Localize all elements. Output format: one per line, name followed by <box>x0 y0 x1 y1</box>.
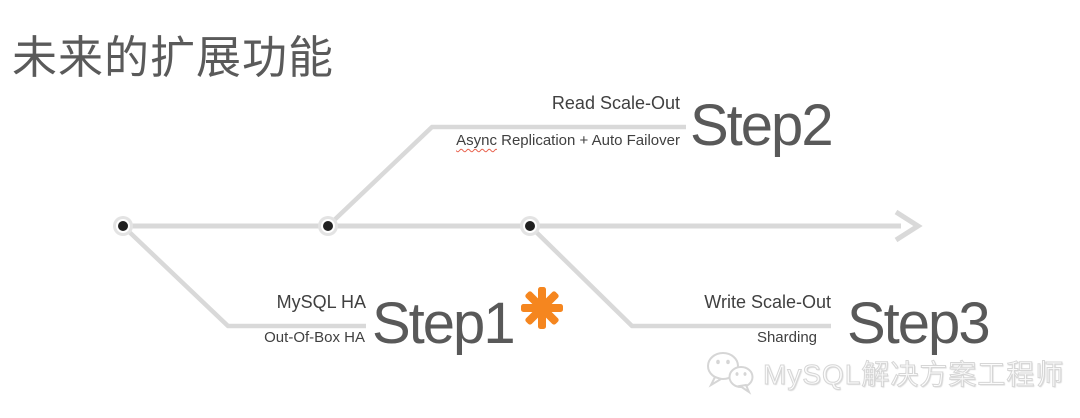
arrowhead-icon <box>894 209 923 243</box>
step2-title: Step2 <box>690 93 834 158</box>
milestone-dot-1 <box>113 216 133 236</box>
step3-title: Step3 <box>847 291 991 356</box>
step1-label: MySQL HA <box>276 292 366 312</box>
milestone-dot-3 <box>520 216 540 236</box>
step3-sublabel: Sharding <box>756 329 817 346</box>
connector-step1 <box>121 224 366 329</box>
watermark: MySQL解决方案工程师 <box>703 349 1064 397</box>
step1-title: Step1 <box>372 291 516 356</box>
connector-step2 <box>326 124 686 228</box>
page-title: 未来的扩展功能 <box>12 33 335 84</box>
milestone-dot-2 <box>318 216 338 236</box>
step1-sublabel: Out-Of-Box HA <box>264 329 365 346</box>
wechat-icon <box>707 352 754 395</box>
watermark-text: MySQL解决方案工程师 <box>762 359 1065 391</box>
connector-step3 <box>528 224 831 329</box>
orange-asterisk-icon <box>521 287 563 329</box>
step2-sublabel-misspelled-word: Async <box>456 132 497 149</box>
step2-sublabel: Async Replication + Auto Failover <box>456 132 680 150</box>
step3-label: Write Scale-Out <box>704 292 831 312</box>
step2-sublabel-rest: Replication + Auto Failover <box>496 132 680 149</box>
step2-label: Read Scale-Out <box>551 93 680 113</box>
